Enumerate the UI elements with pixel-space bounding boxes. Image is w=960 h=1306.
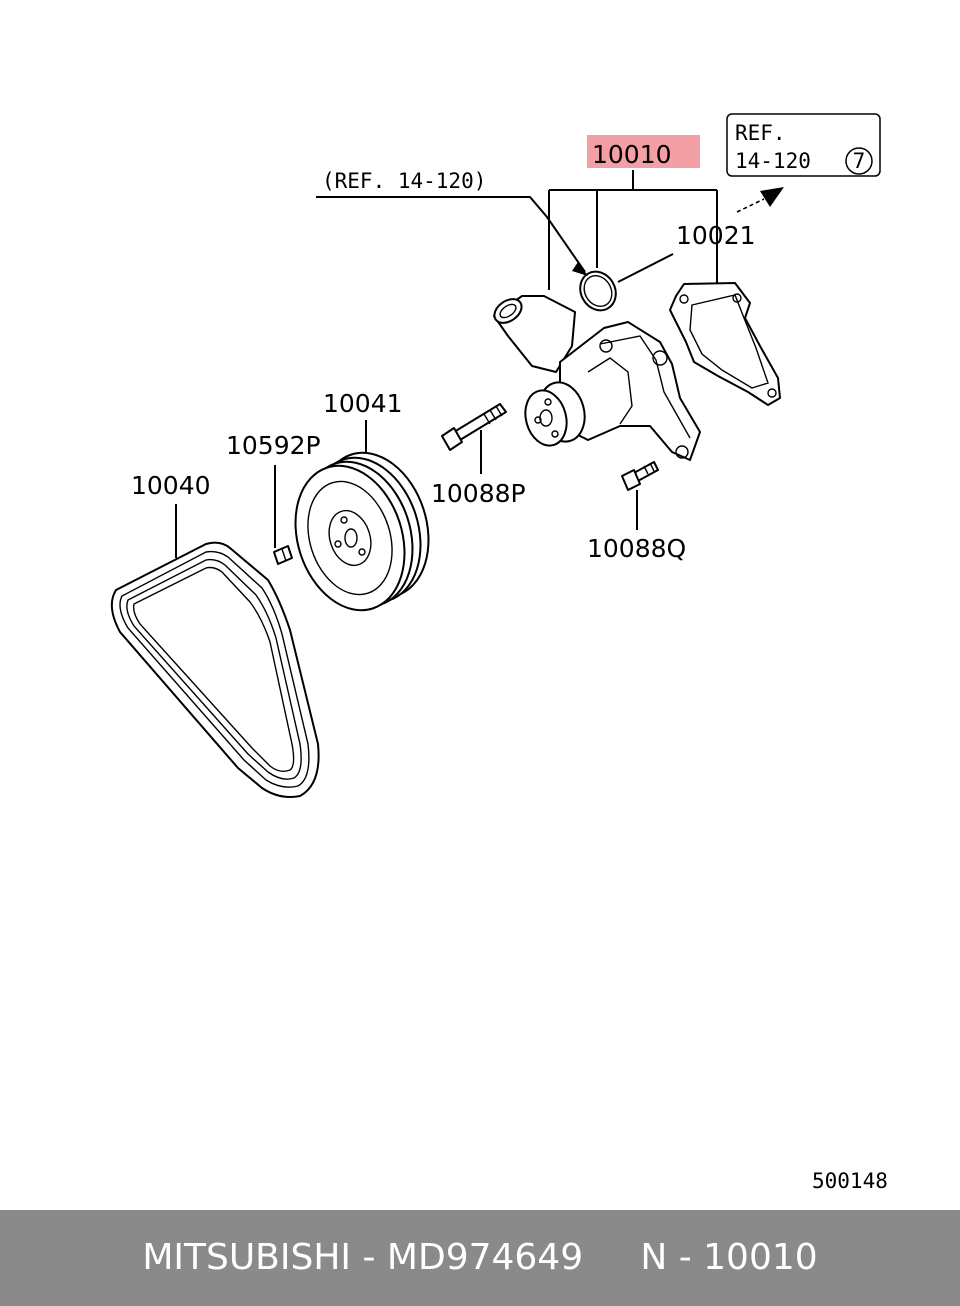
label-pulley-bolt[interactable]: 10592P (226, 431, 321, 460)
footer-part-info: MITSUBISHI - MD974649 N - 10010 (142, 1237, 818, 1278)
label-pulley[interactable]: 10041 (323, 389, 403, 418)
footer-bar: MITSUBISHI - MD974649 N - 10010 (0, 1210, 960, 1306)
ref-arrow-icon (736, 187, 784, 213)
label-water-pump[interactable]: 10010 (592, 140, 672, 169)
ref-box-circled-number: 7 (853, 149, 866, 173)
pulley-bolt-icon (273, 545, 293, 565)
label-pump-bolt-long[interactable]: 10088P (431, 479, 526, 508)
ref-box (726, 113, 881, 177)
part-highlight (587, 135, 700, 168)
bracket-lines (175, 170, 718, 558)
belt-icon (110, 541, 320, 798)
pulley-icon (294, 451, 430, 612)
ref-box-circle (845, 147, 873, 175)
ref-box-line1: REF. (735, 121, 786, 145)
label-pump-bolt-short[interactable]: 10088Q (587, 534, 686, 563)
ref-top-label: (REF. 14-120) (322, 169, 486, 193)
label-gasket[interactable]: 10021 (676, 221, 756, 250)
gasket-icon (669, 282, 781, 406)
o-ring-icon (579, 270, 617, 312)
bolt-short-icon (621, 461, 659, 491)
ref-box-line2: 14-120 (735, 149, 811, 173)
label-belt[interactable]: 10040 (131, 471, 211, 500)
parts-diagram: 10010 10021 10041 10592P 10040 10088P 10… (110, 113, 888, 1193)
diagram-code: 500148 (812, 1169, 888, 1193)
water-pump-icon (493, 295, 701, 461)
bolt-long-icon (441, 403, 507, 451)
